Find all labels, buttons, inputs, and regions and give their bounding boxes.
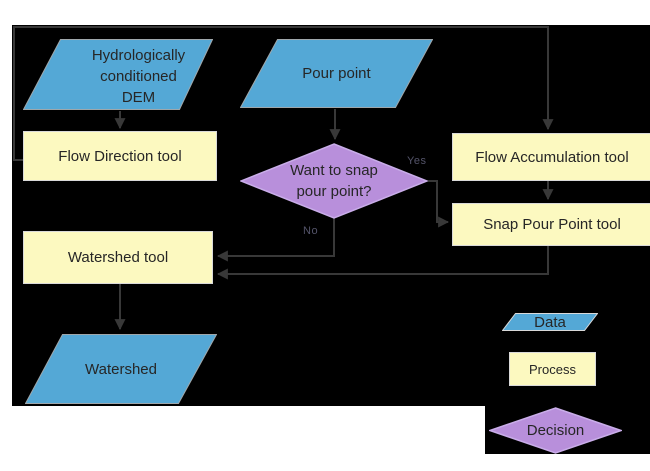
node-watershed-output-label: Watershed: [85, 360, 157, 378]
legend-data: Data: [502, 313, 598, 331]
edge-flowdirection-to-flowaccumulation: [13, 26, 554, 161]
edge-snappourpoint-to-watershedtool: [216, 246, 549, 280]
node-flow-direction-label: Flow Direction tool: [58, 147, 182, 165]
node-snap-pour-point: Snap Pour Point tool: [452, 203, 650, 246]
data-parallelogram: [25, 334, 217, 404]
legend-decision-label: Decision: [526, 422, 585, 439]
data-parallelogram: [240, 39, 433, 108]
legend-data-label: Data: [534, 313, 566, 331]
node-flow-accumulation: Flow Accumulation tool: [452, 133, 650, 181]
node-flow-accumulation-label: Flow Accumulation tool: [475, 148, 629, 166]
legend-process-label: Process: [529, 361, 576, 377]
data-parallelogram: [23, 39, 213, 110]
node-watershed-tool: Watershed tool: [23, 231, 213, 284]
legend-decision-diamond: [489, 407, 622, 454]
edge-decision-yes-to-snappourpoint: [428, 180, 450, 228]
legend-decision: Decision: [489, 407, 622, 454]
node-watershed-output: Watershed: [25, 334, 217, 404]
edge-label-no: No: [303, 225, 319, 237]
node-pour-point-label: Pour point: [302, 65, 371, 82]
node-pour-point: Pour point: [240, 39, 433, 108]
legend-data-parallelogram: [502, 313, 598, 331]
node-watershed-tool-label: Watershed tool: [67, 249, 169, 266]
legend-process: Process: [509, 352, 596, 386]
node-snap-pour-point-label: Snap Pour Point tool: [483, 216, 621, 233]
decision-diamond: [240, 143, 428, 219]
edge-label-yes: Yes: [407, 155, 427, 167]
edge-decision-no-to-watershedtool: [216, 218, 335, 262]
node-flow-direction: Flow Direction tool: [23, 131, 217, 181]
